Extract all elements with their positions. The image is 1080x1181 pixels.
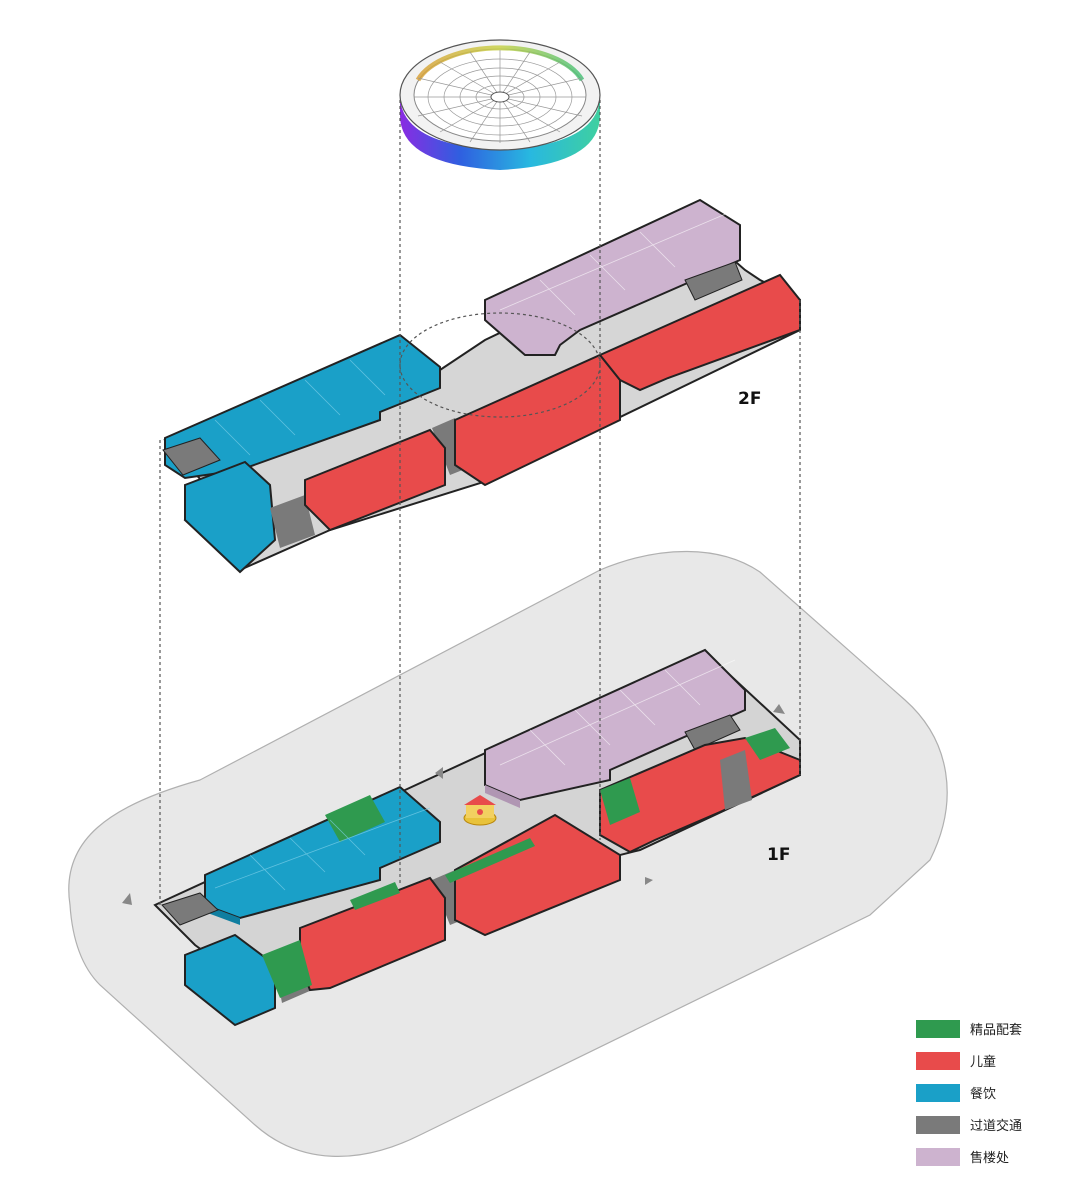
floor-1f bbox=[122, 648, 801, 1027]
boutique-1f-strip bbox=[445, 838, 535, 883]
dining-2f bbox=[164, 333, 441, 574]
legend-swatch bbox=[916, 1148, 960, 1166]
sales-office-2f bbox=[484, 198, 741, 356]
carousel-icon bbox=[463, 795, 497, 826]
legend-label: 餐饮 bbox=[970, 1087, 997, 1102]
floor-label-1f: 1F bbox=[767, 845, 790, 865]
legend-label: 精品配套 bbox=[970, 1023, 1023, 1038]
circulation-2f-e bbox=[684, 261, 743, 301]
legend: 精品配套 儿童 餐饮 过道交通 售楼处 bbox=[916, 1016, 1066, 1176]
sales-office-1f bbox=[484, 648, 746, 808]
legend-item-sales-office: 售楼处 bbox=[916, 1144, 1066, 1176]
children-2f bbox=[304, 273, 801, 532]
dome-roof bbox=[399, 39, 601, 170]
children-1f-right bbox=[599, 728, 801, 854]
legend-swatch bbox=[916, 1052, 960, 1070]
legend-swatch bbox=[916, 1116, 960, 1134]
legend-label: 售楼处 bbox=[970, 1151, 1010, 1166]
dining-1f-lower bbox=[184, 933, 276, 1027]
legend-item-children: 儿童 bbox=[916, 1048, 1066, 1080]
entry-arrow-icon bbox=[645, 877, 653, 885]
floor-label-2f: 2F bbox=[738, 389, 761, 409]
floor-2f bbox=[162, 198, 801, 574]
legend-swatch bbox=[916, 1084, 960, 1102]
legend-item-boutique: 精品配套 bbox=[916, 1016, 1066, 1048]
entry-arrow-icon bbox=[435, 767, 443, 779]
circulation-1f-d bbox=[684, 714, 741, 751]
legend-label: 儿童 bbox=[970, 1055, 997, 1070]
children-1f-center bbox=[454, 813, 621, 937]
dome-footprint-circle bbox=[399, 312, 601, 418]
entry-arrow-icon bbox=[773, 704, 785, 714]
circulation-1f-a bbox=[161, 892, 219, 926]
legend-item-dining: 餐饮 bbox=[916, 1080, 1066, 1112]
projection-lines bbox=[159, 100, 801, 905]
entry-arrow-icon bbox=[122, 893, 132, 905]
children-1f-left bbox=[262, 876, 446, 998]
circulation-2f-a bbox=[162, 437, 221, 476]
circulation-2f-b bbox=[270, 495, 315, 548]
legend-item-circulation: 过道交通 bbox=[916, 1112, 1066, 1144]
legend-swatch bbox=[916, 1020, 960, 1038]
legend-label: 过道交通 bbox=[970, 1119, 1023, 1134]
